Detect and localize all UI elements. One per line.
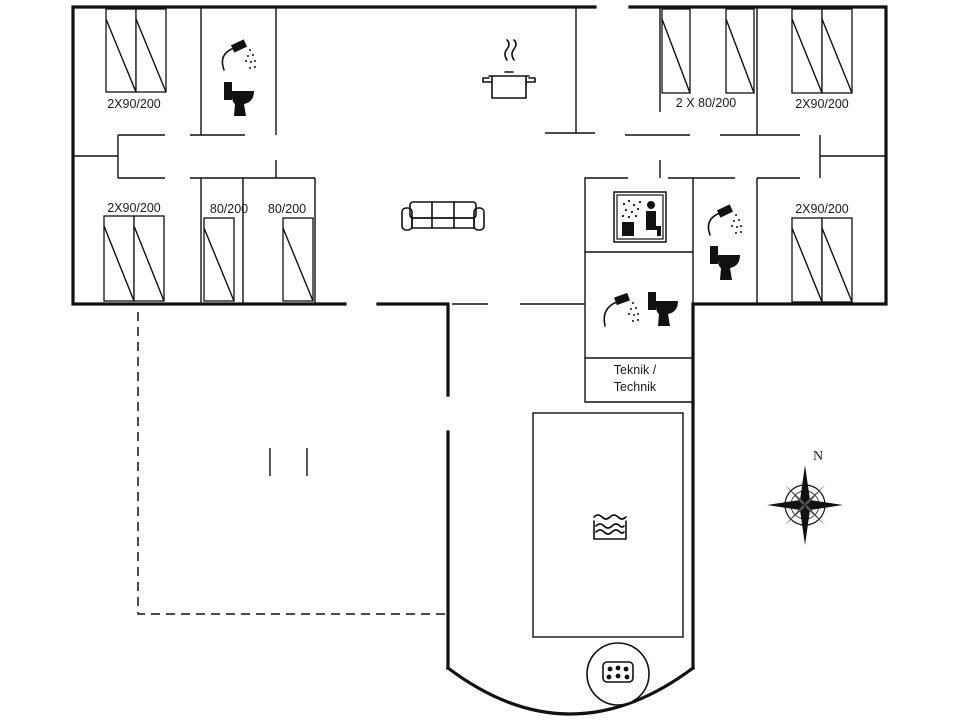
pool-basin: [532, 412, 684, 638]
toilet-icon: [224, 82, 254, 116]
outer-walls: [71, 5, 888, 716]
sauna-icon: [613, 191, 667, 243]
bed-label-e-bottom: 2X90/200: [795, 202, 849, 216]
pool-icon: [593, 514, 627, 540]
toilet-icon: [710, 246, 740, 280]
bed-label-ne-left: 2 X 80/200: [676, 96, 737, 110]
compass-rose-icon: [767, 465, 843, 545]
shower-icon: [707, 204, 742, 236]
shower-icon: [603, 292, 639, 327]
shower-icon: [221, 39, 256, 71]
kitchen-pot-icon: [482, 39, 536, 99]
bed-label-nw-bottom: 2X90/200: [107, 201, 161, 215]
bed-label-ne-right: 2X90/200: [795, 97, 849, 111]
bed-label-nw-top: 2X90/200: [107, 97, 161, 111]
bed-label-single-right: 80/200: [268, 202, 306, 216]
terrace-outline: [137, 312, 448, 615]
sofa-icon: [401, 201, 485, 231]
compass-north-label: N: [813, 449, 823, 464]
bed-label-single-left: 80/200: [210, 202, 248, 216]
beds: [103, 8, 853, 303]
toilet-icon: [648, 292, 678, 326]
inner-walls: [73, 7, 886, 476]
whirlpool-icon: [586, 642, 650, 706]
technik-label-line1: Teknik /: [614, 363, 657, 377]
technik-label-line2: Technik: [614, 380, 657, 394]
